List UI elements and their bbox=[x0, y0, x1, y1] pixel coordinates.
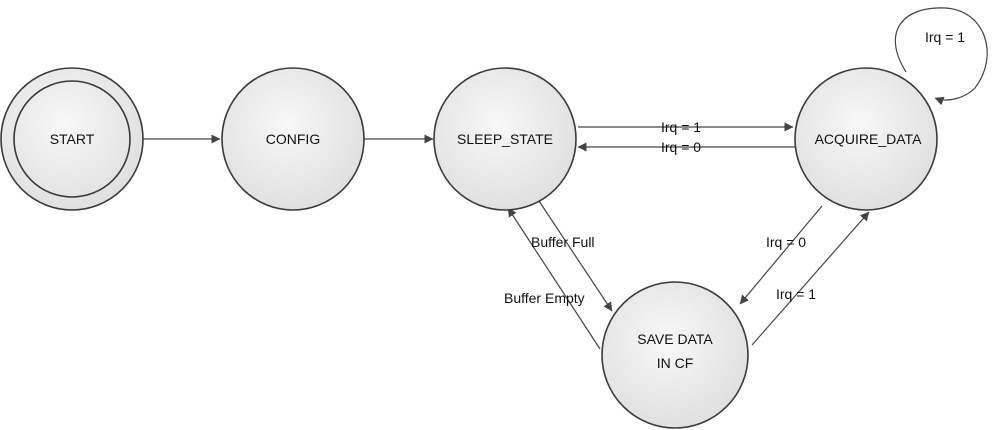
state-config-label: CONFIG bbox=[266, 131, 320, 147]
state-save-label-line1: SAVE DATA bbox=[637, 331, 713, 347]
label-acquire-self: Irq = 1 bbox=[925, 29, 965, 45]
label-acquire-to-sleep: Irq = 0 bbox=[661, 139, 701, 155]
edge-acquire-self-loop bbox=[894, 7, 988, 106]
edge-save-to-acquire bbox=[751, 211, 870, 346]
state-acquire-data: ACQUIRE_DATA bbox=[794, 67, 938, 211]
label-save-to-acquire: Irq = 1 bbox=[776, 286, 816, 302]
state-sleep: SLEEP_STATE bbox=[433, 67, 577, 211]
label-buffer-empty: Buffer Empty bbox=[504, 290, 585, 306]
state-config: CONFIG bbox=[221, 67, 365, 211]
label-acquire-to-save: Irq = 0 bbox=[766, 234, 806, 250]
state-start-label: START bbox=[50, 131, 95, 147]
state-start: START bbox=[0, 67, 144, 211]
state-save-data: SAVE DATA IN CF bbox=[601, 281, 749, 429]
edge-sleep-to-save bbox=[538, 200, 613, 312]
edge-save-to-sleep bbox=[507, 207, 601, 350]
state-sleep-label: SLEEP_STATE bbox=[457, 131, 553, 147]
label-sleep-to-acquire: Irq = 1 bbox=[661, 119, 701, 135]
edge-acquire-to-save bbox=[739, 205, 823, 305]
label-buffer-full: Buffer Full bbox=[531, 234, 595, 250]
state-acquire-label: ACQUIRE_DATA bbox=[815, 131, 922, 147]
state-save-label-line2: IN CF bbox=[657, 355, 694, 371]
